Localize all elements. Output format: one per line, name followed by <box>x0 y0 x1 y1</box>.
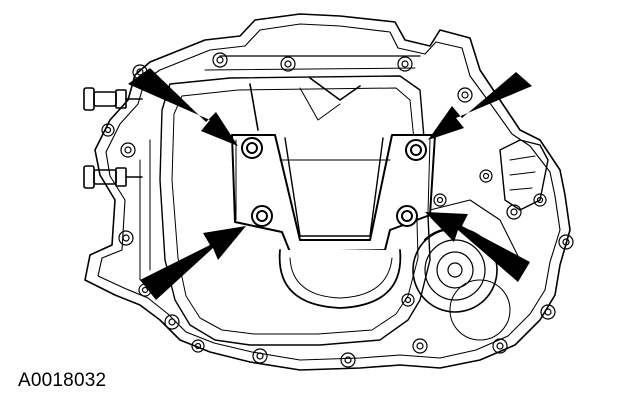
arrow-icon <box>128 68 238 146</box>
differential-housing <box>412 199 521 341</box>
mounting-bracket <box>231 134 436 253</box>
arrow-icon <box>428 72 532 140</box>
callout-arrows <box>128 68 532 300</box>
case-outline <box>84 13 571 371</box>
bracket-bolt-lower-left <box>251 205 273 227</box>
bracket-bolts <box>241 137 427 227</box>
arrow-icon <box>140 226 246 300</box>
pan-bulge <box>278 249 402 309</box>
figure-id-label: A0018032 <box>18 370 107 391</box>
bracket-bolt-lower-right <box>396 205 418 227</box>
cooler-line-fittings <box>83 87 143 189</box>
bracket-bolt-upper-left <box>241 137 263 159</box>
bracket-bolt-upper-right <box>405 139 427 161</box>
arrow-icon <box>425 212 530 282</box>
oil-pan <box>139 55 431 346</box>
sensor-connector <box>499 139 549 211</box>
